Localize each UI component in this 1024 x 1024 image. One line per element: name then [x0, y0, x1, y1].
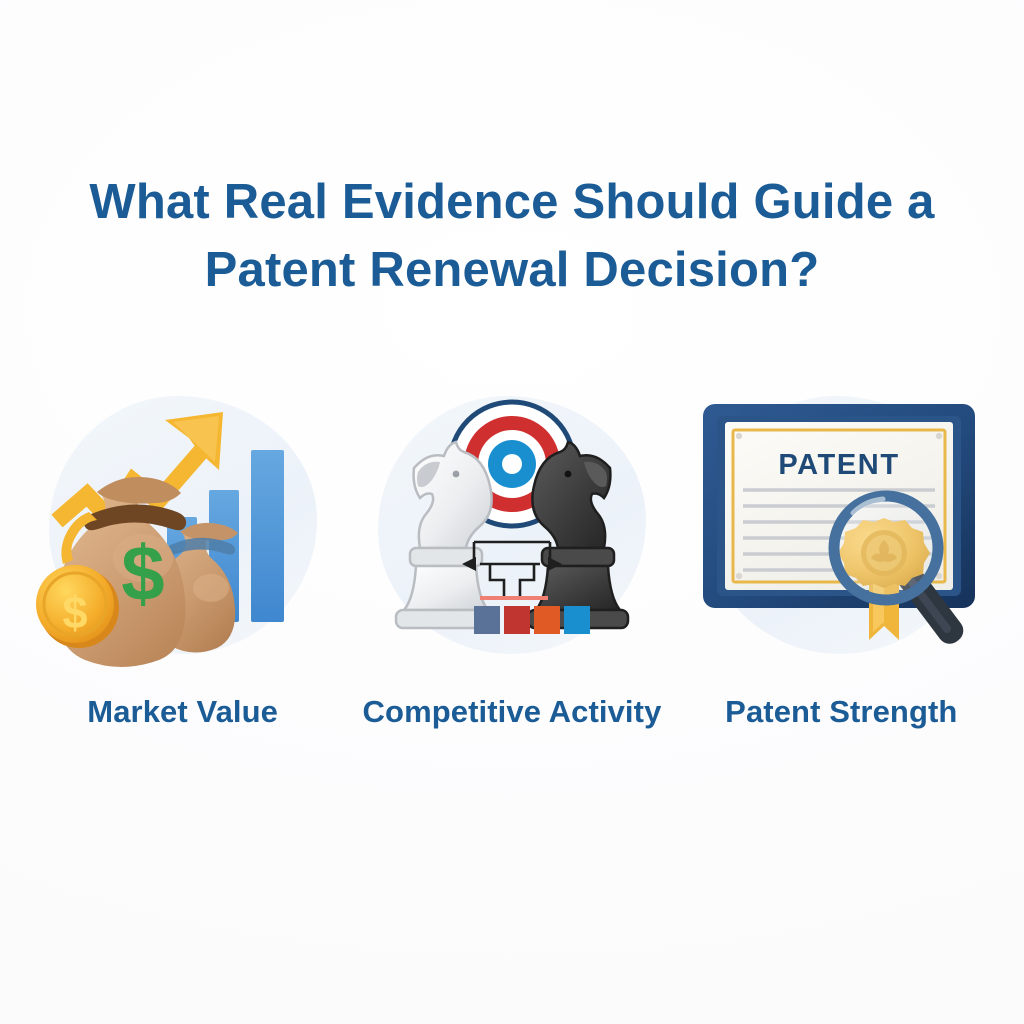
competitive-activity-art	[352, 382, 672, 672]
black-knight-icon	[526, 440, 630, 630]
page-title: What Real Evidence Should Guide a Patent…	[0, 168, 1024, 304]
gold-coin-icon: $	[35, 565, 119, 648]
certificate-heading: PATENT	[779, 449, 900, 481]
bidirectional-arrow-icon	[472, 540, 552, 598]
title-line-1: What Real Evidence Should Guide a	[89, 175, 935, 229]
feature-columns: $ $ Market Value	[0, 382, 1024, 730]
patent-strength-art: PATENT	[681, 382, 1001, 672]
caption-competitive-activity: Competitive Activity	[362, 694, 662, 729]
title-line-2: Patent Renewal Decision?	[204, 243, 820, 297]
color-squares	[473, 606, 590, 634]
column-competitive-activity: Competitive Activity	[347, 382, 676, 730]
svg-text:$: $	[62, 587, 87, 638]
arrow-head-left	[461, 557, 476, 571]
chess-knights-target-icon	[394, 399, 630, 634]
tick-bars	[479, 596, 548, 600]
patent-certificate-magnifier-icon: PATENT	[703, 404, 976, 644]
column-patent-strength: PATENT	[677, 382, 1006, 730]
column-market-value: $ $ Market Value	[18, 382, 347, 730]
arrow-head-right	[547, 557, 562, 571]
market-value-art: $ $	[23, 382, 343, 672]
dollar-sign-icon: $	[121, 529, 164, 617]
money-bags-growth-chart-icon: $ $	[35, 412, 284, 667]
magnifying-glass-icon	[828, 490, 944, 606]
caption-patent-strength: Patent Strength	[725, 694, 958, 729]
white-knight-icon	[394, 440, 498, 630]
caption-market-value: Market Value	[87, 694, 279, 729]
